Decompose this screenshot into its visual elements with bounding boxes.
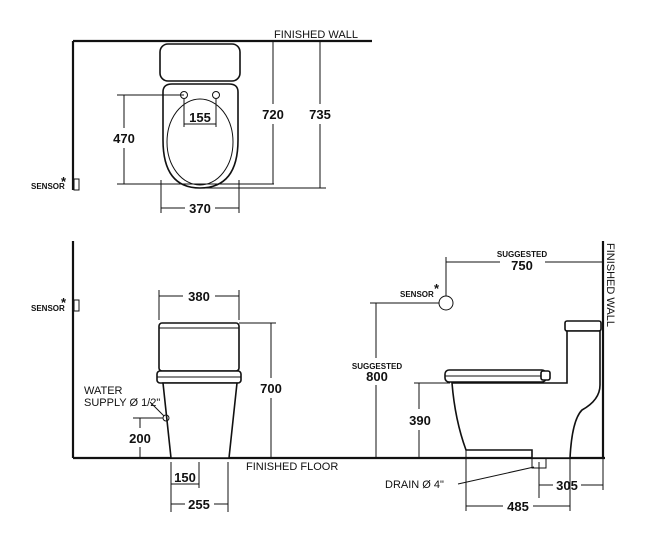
dim-supply-offset: 150 [174,470,196,485]
sensor-front-icon [73,299,80,312]
plan-view: FINISHED WALL 155 470 720 735 370 [31,29,372,216]
plan-tank [159,43,241,82]
dim-sensor-distance: 750 [511,258,533,273]
dim-hole-spacing: 155 [189,110,211,125]
sensor-label-side: SENSOR [400,290,434,299]
dim-seat-height: 390 [409,413,431,428]
plan-bowl [162,83,239,189]
sensor-label-plan: SENSOR [31,182,65,191]
finished-floor-label: FINISHED FLOOR [246,461,338,473]
suggested-label-750: SUGGESTED [497,250,547,259]
dim-rough-in: 305 [556,478,578,493]
suggested-label-800: SUGGESTED [352,362,402,371]
plan-hinge-right [212,91,220,99]
finished-wall-side-label: FINISHED WALL [604,243,616,327]
dim-supply-height: 200 [129,431,151,446]
sensor-side-icon [438,295,454,311]
svg-text:*: * [61,174,67,189]
front-view: FINISHED FLOOR SENSOR * 380 700 WATER SU… [31,241,605,512]
dim-front-height: 700 [260,381,282,396]
svg-text:*: * [434,281,440,296]
finished-wall-top-label: FINISHED WALL [274,29,358,41]
svg-text:*: * [61,295,67,310]
dim-sensor-height: 800 [366,369,388,384]
dim-overall-depth: 735 [309,107,331,122]
dim-depth-to-front: 720 [262,107,284,122]
side-view: FINISHED WALL SENSOR * SUGGESTED 750 SUG… [352,241,616,514]
side-hinge [540,370,551,381]
sensor-plan-icon [73,178,80,191]
dim-base-width: 255 [188,497,210,512]
side-tank-lid [564,320,602,332]
front-bowl [162,382,238,459]
plan-seat [166,98,234,186]
svg-text:SUPPLY Ø 1/2": SUPPLY Ø 1/2" [84,397,160,409]
dim-base-length: 485 [507,499,529,514]
sensor-label-front: SENSOR [31,304,65,313]
dim-width: 370 [189,201,211,216]
dim-bowl-length: 470 [113,131,135,146]
dim-tank-width: 380 [188,289,210,304]
front-tank [158,322,240,372]
water-supply-label: WATER [84,385,123,397]
side-toilet-body [451,330,601,459]
drain-label: DRAIN Ø 4" [385,479,444,491]
